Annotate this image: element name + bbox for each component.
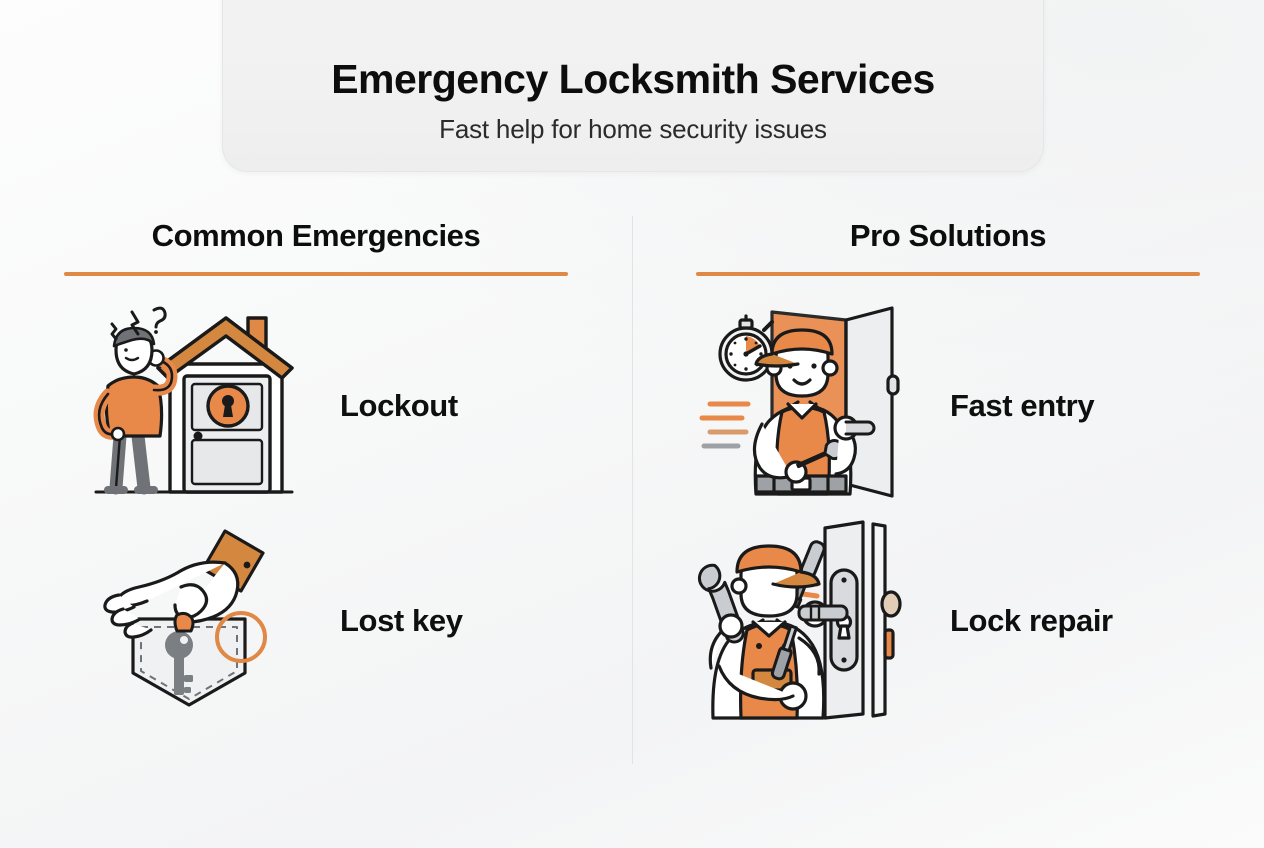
list-item-lock-repair[interactable]: Lock repair bbox=[632, 513, 1264, 728]
column-divider bbox=[632, 216, 633, 764]
item-label-lost-key: Lost key bbox=[340, 602, 463, 638]
column-title-pro-solutions: Pro Solutions bbox=[849, 218, 1047, 253]
column-common-emergencies: Common Emergencies bbox=[0, 206, 632, 806]
emergency-list: Lockout bbox=[0, 298, 632, 728]
list-item-fast-entry[interactable]: Fast entry bbox=[632, 298, 1264, 513]
column-title-underline bbox=[696, 272, 1200, 276]
item-label-lockout: Lockout bbox=[340, 387, 458, 423]
item-label-lock-repair: Lock repair bbox=[950, 602, 1113, 638]
item-label-fast-entry: Fast entry bbox=[950, 387, 1095, 423]
header-card: Emergency Locksmith Services Fast help f… bbox=[222, 0, 1044, 172]
column-pro-solutions: Pro Solutions bbox=[632, 206, 1264, 806]
page-subtitle: Fast help for home security issues bbox=[439, 114, 827, 144]
list-item-lockout[interactable]: Lockout bbox=[0, 298, 632, 513]
locked-out-house-illustration bbox=[80, 303, 318, 508]
column-title-common-emergencies: Common Emergencies bbox=[151, 218, 481, 253]
column-header: Common Emergencies bbox=[0, 218, 632, 276]
page-title: Emergency Locksmith Services bbox=[331, 55, 935, 102]
column-title-underline bbox=[64, 272, 568, 276]
list-item-lost-key[interactable]: Lost key bbox=[0, 513, 632, 728]
locksmith-opening-door-stopwatch-illustration bbox=[682, 303, 920, 508]
solution-list: Fast entry bbox=[632, 298, 1264, 728]
content-columns: Common Emergencies bbox=[0, 206, 1264, 806]
locksmith-repairing-lock-illustration bbox=[682, 518, 920, 723]
hand-in-empty-pocket-illustration bbox=[80, 518, 318, 723]
column-header: Pro Solutions bbox=[632, 218, 1264, 276]
